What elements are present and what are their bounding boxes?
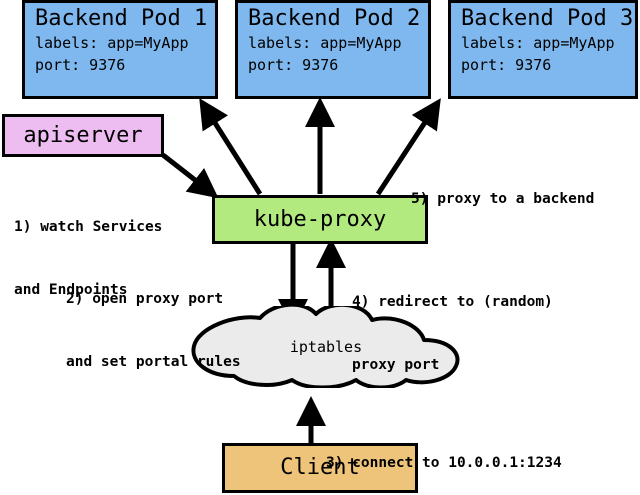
node-backend-pod-2-title: Backend Pod 2 — [248, 6, 421, 31]
cloud-shape — [191, 306, 460, 388]
node-client[interactable]: Client — [222, 443, 418, 493]
node-apiserver[interactable]: apiserver — [2, 114, 164, 157]
step-label-5-line1: 5) proxy to a backend — [411, 191, 595, 207]
edge-kube-proxy-to-pod-1 — [199, 98, 263, 196]
node-backend-pod-2-labels: labels: app=MyApp — [248, 34, 402, 52]
step-label-2: 2) open proxy port and set portal rules — [66, 247, 241, 394]
step-label-1: 1) watch Services and Endpoints — [14, 175, 162, 322]
step-label-4-line2: proxy port — [352, 357, 440, 373]
node-backend-pod-3-port: port: 9376 — [461, 56, 552, 74]
step-label-2-line2: and set portal rules — [66, 354, 241, 370]
node-client-title: Client — [280, 455, 360, 480]
step-label-5: 5) proxy to a backend — [411, 147, 594, 231]
step-label-4: 4) redirect to (random) proxy port — [352, 250, 553, 397]
node-backend-pod-3-labels: labels: app=MyApp — [461, 34, 615, 52]
node-backend-pod-1[interactable]: Backend Pod 1 labels: app=MyApp port: 93… — [22, 0, 218, 99]
node-backend-pod-3-title: Backend Pod 3 — [461, 6, 634, 31]
node-backend-pod-2[interactable]: Backend Pod 2 labels: app=MyApp port: 93… — [235, 0, 431, 99]
step-label-1-line1: 1) watch Services — [14, 219, 163, 235]
node-iptables-label: iptables — [289, 338, 363, 356]
node-backend-pod-3[interactable]: Backend Pod 3 labels: app=MyApp port: 93… — [448, 0, 638, 99]
step-label-3: 3) connect to 10.0.0.1:1234 — [326, 411, 562, 495]
node-backend-pod-1-labels: labels: app=MyApp — [35, 34, 189, 52]
edge-apiserver-to-kube-proxy — [161, 153, 219, 199]
node-backend-pod-2-port: port: 9376 — [248, 56, 339, 74]
step-label-3-line1: 3) connect to 10.0.0.1:1234 — [326, 455, 562, 471]
step-label-2-line1: 2) open proxy port — [66, 291, 224, 307]
step-label-1-line2: and Endpoints — [14, 282, 128, 298]
node-iptables[interactable]: iptables — [188, 306, 464, 388]
node-apiserver-title: apiserver — [23, 122, 143, 148]
step-label-4-line1: 4) redirect to (random) — [352, 294, 553, 310]
node-kube-proxy[interactable]: kube-proxy — [212, 195, 428, 244]
node-backend-pod-1-port: port: 9376 — [35, 56, 126, 74]
node-backend-pod-1-title: Backend Pod 1 — [35, 6, 208, 31]
node-kube-proxy-title: kube-proxy — [253, 206, 387, 232]
edge-kube-proxy-to-pod-3 — [375, 98, 441, 196]
